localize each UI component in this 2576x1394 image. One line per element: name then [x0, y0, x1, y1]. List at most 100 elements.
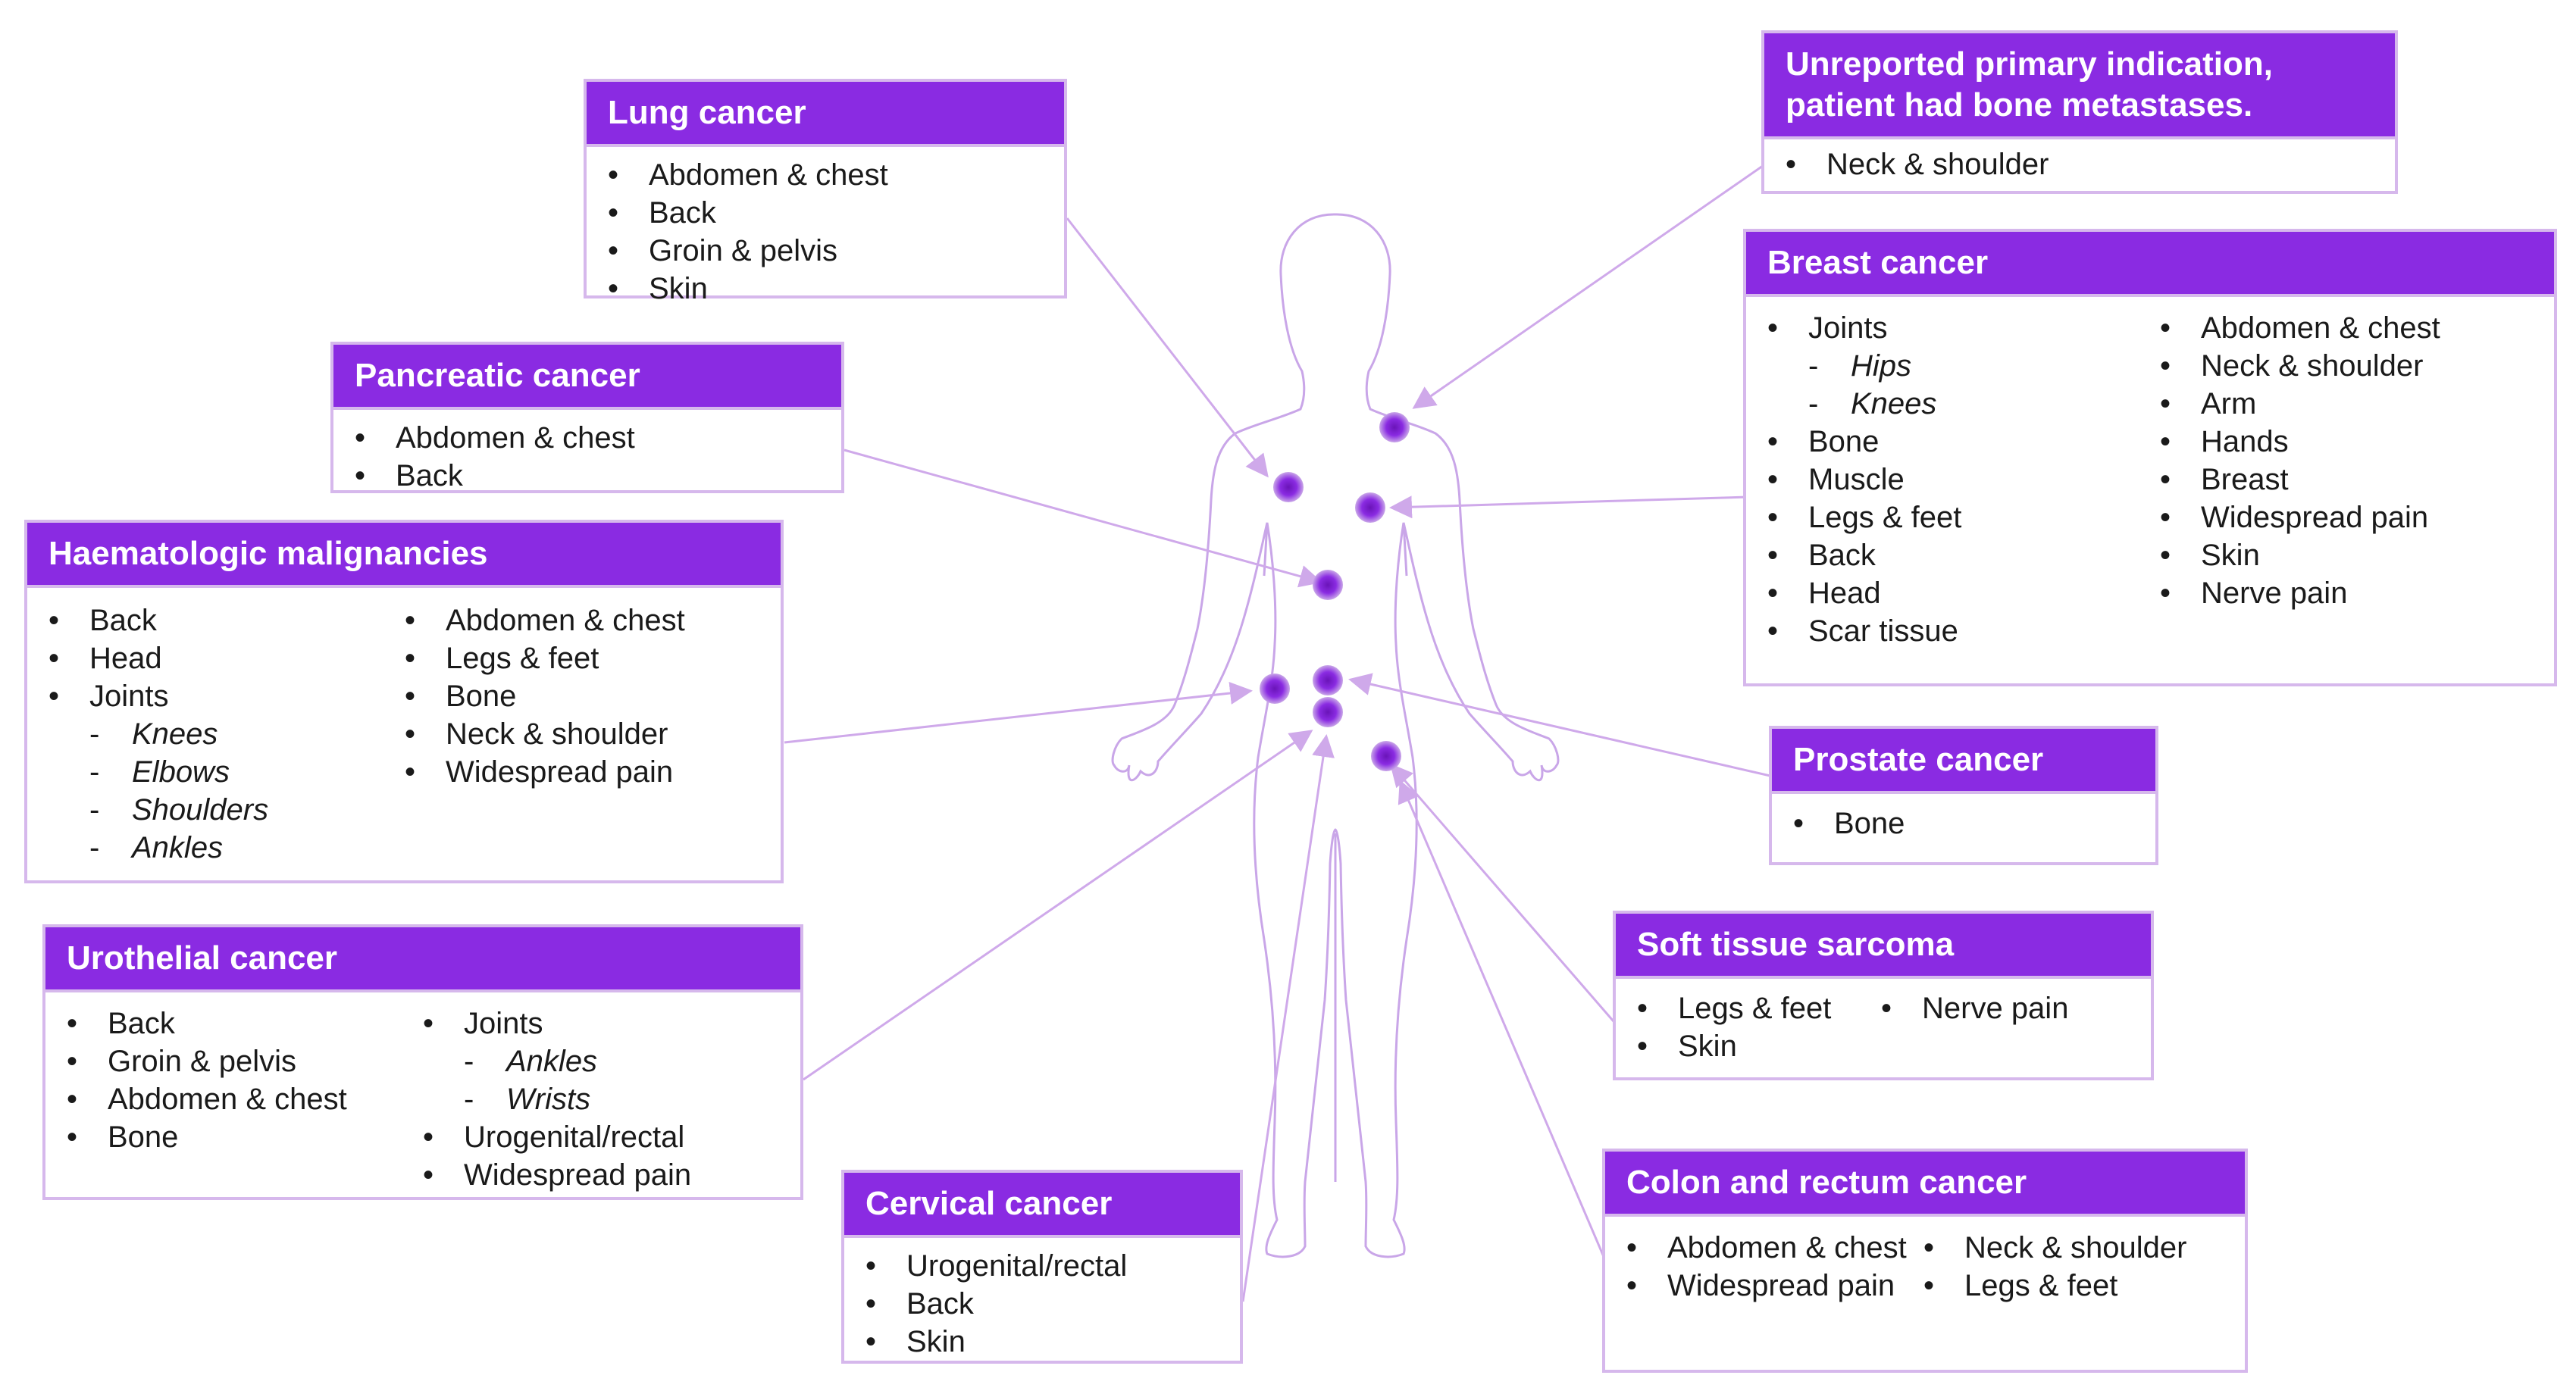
marker-pelvis-upper: [1313, 665, 1343, 695]
list-item: Bone: [1746, 423, 2139, 461]
urothelial-box: Urothelial cancer Back Groin & pelvis Ab…: [42, 924, 803, 1200]
body-silhouette: [1111, 213, 1560, 1258]
list-item: Legs & feet: [1902, 1267, 2245, 1305]
list-item: Breast: [2139, 461, 2554, 499]
list-item: Widespread pain: [1605, 1267, 1902, 1305]
list-item: Abdomen & chest: [1605, 1229, 1907, 1267]
list-item: Scar tissue: [1746, 612, 2139, 650]
breast-col1: Joints Hips Knees Bone Muscle Legs & fee…: [1746, 309, 2139, 650]
breast-cancer-box: Breast cancer Joints Hips Knees Bone Mus…: [1743, 229, 2557, 686]
marker-abdomen: [1313, 570, 1343, 600]
unreported-title-line2: patient had bone metastases.: [1786, 86, 2253, 123]
sub-item: Elbows: [89, 753, 383, 791]
list-item: Bone: [383, 677, 781, 715]
haematologic-title: Haematologic malignancies: [27, 523, 781, 588]
sub-item: Hips: [1808, 347, 2139, 385]
unreported-box: Unreported primary indication, patient h…: [1761, 30, 2398, 194]
list-item: Neck & shoulder: [2139, 347, 2554, 385]
joints-sublist: Knees Elbows Shoulders Ankles: [89, 715, 383, 867]
list-item: Abdomen & chest: [333, 419, 635, 457]
list-item: Legs & feet: [1746, 499, 2139, 536]
marker-left-hip: [1260, 674, 1290, 704]
joints-label: Joints: [464, 1007, 543, 1040]
joints-sublist: Hips Knees: [1808, 347, 2139, 423]
list-item: Nerve pain: [1860, 989, 2151, 1027]
list-item: Arm: [2139, 385, 2554, 423]
list-item: Head: [27, 639, 383, 677]
list-item: Muscle: [1746, 461, 2139, 499]
list-item: Hands: [2139, 423, 2554, 461]
urothelial-col1: Back Groin & pelvis Abdomen & chest Bone: [45, 1005, 402, 1194]
pancreatic-cancer-box: Pancreatic cancer Abdomen & chest Back: [330, 342, 844, 495]
sub-item: Shoulders: [89, 791, 383, 829]
sub-item: Ankles: [464, 1042, 800, 1080]
haematologic-col2: Abdomen & chest Legs & feet Bone Neck & …: [383, 602, 781, 867]
list-item: Abdomen & chest: [383, 602, 781, 639]
pain-markers: [1260, 412, 1410, 771]
body-inner-lines: [1263, 522, 1408, 1182]
joints-label: Joints: [89, 680, 169, 713]
lung-cancer-title: Lung cancer: [587, 82, 1064, 147]
colon-rectum-cancer-box: Colon and rectum cancer Abdomen & chest …: [1602, 1149, 2248, 1373]
haematologic-box: Haematologic malignancies Back Head Join…: [24, 520, 784, 883]
list-item: Nerve pain: [2139, 574, 2554, 612]
connector-lines: [784, 159, 1774, 1302]
list-item: Back: [27, 602, 383, 639]
marker-left-chest: [1273, 472, 1304, 502]
marker-right-thigh: [1371, 741, 1401, 771]
list-item: Bone: [1772, 805, 1905, 842]
list-item: Back: [333, 457, 635, 495]
sub-item: Ankles: [89, 829, 383, 867]
cervical-cancer-list: Urogenital/rectal Back Skin: [844, 1247, 1127, 1361]
list-item: Back: [587, 194, 888, 232]
pancreatic-cancer-list: Abdomen & chest Back: [333, 419, 635, 495]
list-item: Skin: [587, 270, 888, 308]
list-item: Joints Ankles Wrists: [402, 1005, 800, 1118]
prostate-cancer-list: Bone: [1772, 805, 1905, 842]
list-item: Joints Knees Elbows Shoulders Ankles: [27, 677, 383, 867]
soft-tissue-sarcoma-title: Soft tissue sarcoma: [1616, 914, 2151, 979]
list-item: Head: [1746, 574, 2139, 612]
list-item: Neck & shoulder: [383, 715, 781, 753]
list-item: Skin: [844, 1323, 1127, 1361]
list-item: Abdomen & chest: [587, 156, 888, 194]
list-item: Urogenital/rectal: [844, 1247, 1127, 1285]
unreported-title-line1: Unreported primary indication,: [1786, 45, 2273, 83]
joints-sublist: Ankles Wrists: [464, 1042, 800, 1118]
marker-right-chest: [1355, 492, 1385, 523]
lung-cancer-box: Lung cancer Abdomen & chest Back Groin &…: [584, 79, 1067, 308]
soft-tissue-sarcoma-box: Soft tissue sarcoma Legs & feet Skin Ner…: [1613, 911, 2154, 1080]
cervical-cancer-box: Cervical cancer Urogenital/rectal Back S…: [841, 1170, 1243, 1364]
list-item: Skin: [2139, 536, 2554, 574]
list-item: Abdomen & chest: [2139, 309, 2554, 347]
unreported-title: Unreported primary indication, patient h…: [1764, 33, 2395, 139]
list-item: Skin: [1616, 1027, 1860, 1065]
list-item: Urogenital/rectal: [402, 1118, 800, 1156]
unreported-list: Neck & shoulder: [1764, 145, 2049, 183]
pancreatic-cancer-title: Pancreatic cancer: [333, 345, 841, 410]
breast-col2: Abdomen & chest Neck & shoulder Arm Hand…: [2139, 309, 2554, 650]
soft-tissue-col2: Nerve pain: [1860, 989, 2151, 1065]
sub-item: Wrists: [464, 1080, 800, 1118]
list-item: Widespread pain: [402, 1156, 800, 1194]
cervical-cancer-title: Cervical cancer: [844, 1173, 1240, 1238]
colon-rectum-cancer-title: Colon and rectum cancer: [1605, 1152, 2245, 1217]
sub-item: Knees: [89, 715, 383, 753]
list-item: Widespread pain: [2139, 499, 2554, 536]
prostate-cancer-box: Prostate cancer Bone: [1769, 726, 2158, 865]
list-item: Widespread pain: [383, 753, 781, 791]
sub-item: Knees: [1808, 385, 2139, 423]
list-item: Legs & feet: [1616, 989, 1860, 1027]
list-item: Back: [45, 1005, 402, 1042]
list-item: Back: [844, 1285, 1127, 1323]
list-item: Joints Hips Knees: [1746, 309, 2139, 423]
urothelial-col2: Joints Ankles Wrists Urogenital/rectal W…: [402, 1005, 800, 1194]
breast-cancer-title: Breast cancer: [1746, 232, 2554, 297]
list-item: Abdomen & chest: [45, 1080, 402, 1118]
haematologic-col1: Back Head Joints Knees Elbows Shoulders …: [27, 602, 383, 867]
list-item: Back: [1746, 536, 2139, 574]
list-item: Groin & pelvis: [587, 232, 888, 270]
prostate-cancer-title: Prostate cancer: [1772, 729, 2155, 794]
lung-cancer-list: Abdomen & chest Back Groin & pelvis Skin: [587, 156, 888, 308]
